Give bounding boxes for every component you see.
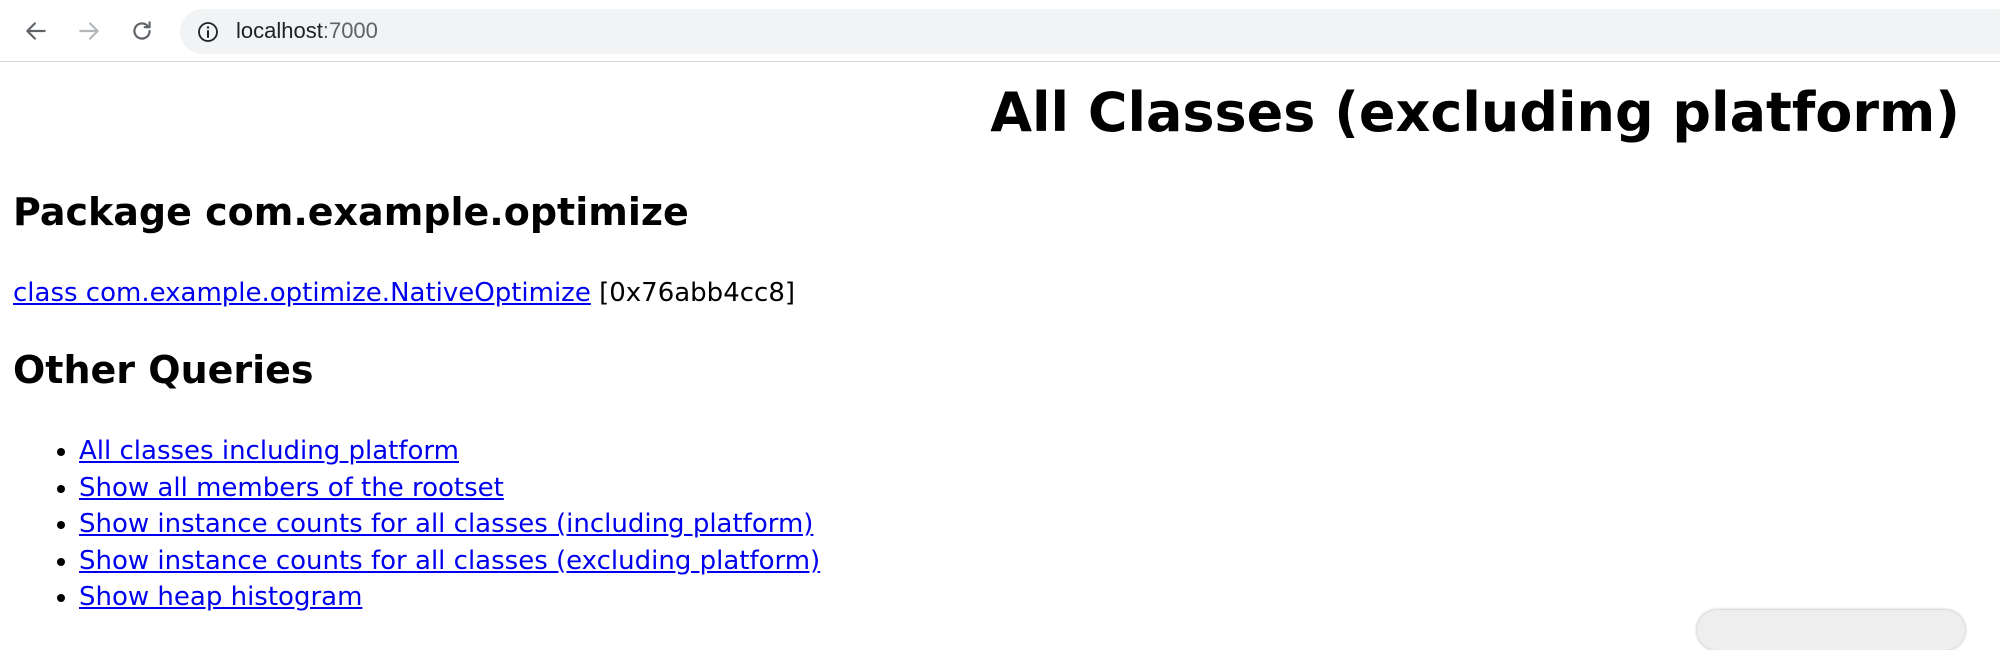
info-icon[interactable] — [196, 20, 220, 44]
query-link-rootset-members[interactable]: Show all members of the rootset — [79, 472, 504, 503]
list-item: Show heap histogram — [79, 579, 820, 616]
list-item: Show all members of the rootset — [79, 470, 820, 507]
reload-icon — [133, 21, 151, 40]
list-item: Show instance counts for all classes (in… — [79, 506, 820, 543]
class-link[interactable]: class com.example.optimize.NativeOptimiz… — [13, 278, 591, 308]
back-button[interactable] — [18, 13, 54, 49]
query-link-instance-counts-excluding-platform[interactable]: Show instance counts for all classes (ex… — [79, 545, 821, 576]
floating-pill-overlay — [1697, 610, 1965, 650]
query-link-heap-histogram[interactable]: Show heap histogram — [79, 582, 363, 612]
class-entry: class com.example.optimize.NativeOptimiz… — [13, 276, 795, 310]
arrow-left-icon — [26, 22, 46, 40]
query-link-all-classes-including-platform[interactable]: All classes including platform — [79, 436, 459, 466]
url-host: localhost — [236, 18, 323, 43]
list-item: Show instance counts for all classes (ex… — [79, 543, 820, 580]
other-queries-heading: Other Queries — [13, 348, 314, 392]
page-title: All Classes (excluding platform) — [990, 81, 1960, 144]
browser-toolbar: localhost:7000 — [0, 0, 2000, 62]
url-port: :7000 — [322, 18, 378, 43]
list-item: All classes including platform — [79, 433, 820, 470]
query-link-instance-counts-including-platform[interactable]: Show instance counts for all classes (in… — [79, 509, 814, 539]
other-queries-list: All classes including platform Show all … — [0, 433, 820, 616]
reload-button[interactable] — [124, 13, 160, 49]
address-bar[interactable]: localhost:7000 — [180, 9, 2000, 54]
arrow-right-icon — [79, 22, 99, 40]
forward-button[interactable] — [71, 13, 107, 49]
url-text[interactable]: localhost:7000 — [236, 18, 378, 44]
package-heading: Package com.example.optimize — [13, 190, 689, 234]
class-address: [0x76abb4cc8] — [590, 278, 796, 308]
